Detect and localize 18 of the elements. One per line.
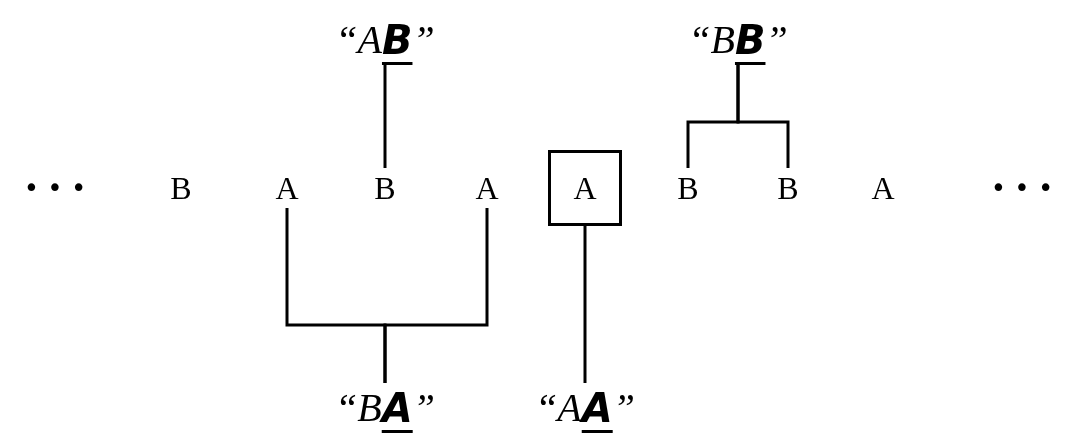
sequence-letter: A bbox=[269, 168, 305, 208]
sequence-letter: A bbox=[469, 168, 505, 208]
connector-line bbox=[383, 208, 489, 383]
sequence-letter: A bbox=[865, 168, 901, 208]
connector-line bbox=[383, 65, 387, 170]
boxed-letter: A bbox=[548, 150, 622, 226]
pair-label: “BB” bbox=[668, 15, 808, 65]
ellipsis-dots: • • • bbox=[23, 175, 87, 201]
pair-label: “AA” bbox=[515, 383, 655, 433]
pair-label: “BA” bbox=[315, 383, 455, 433]
connector-line bbox=[736, 65, 790, 168]
ellipsis-dots: • • • bbox=[990, 175, 1054, 201]
pair-label: “AB” bbox=[315, 15, 455, 65]
sequence-letter: B bbox=[163, 168, 199, 208]
sequence-letter: B bbox=[770, 168, 806, 208]
connector-line bbox=[583, 224, 587, 383]
sequence-letter: B bbox=[670, 168, 706, 208]
sequence-letter: B bbox=[367, 168, 403, 208]
